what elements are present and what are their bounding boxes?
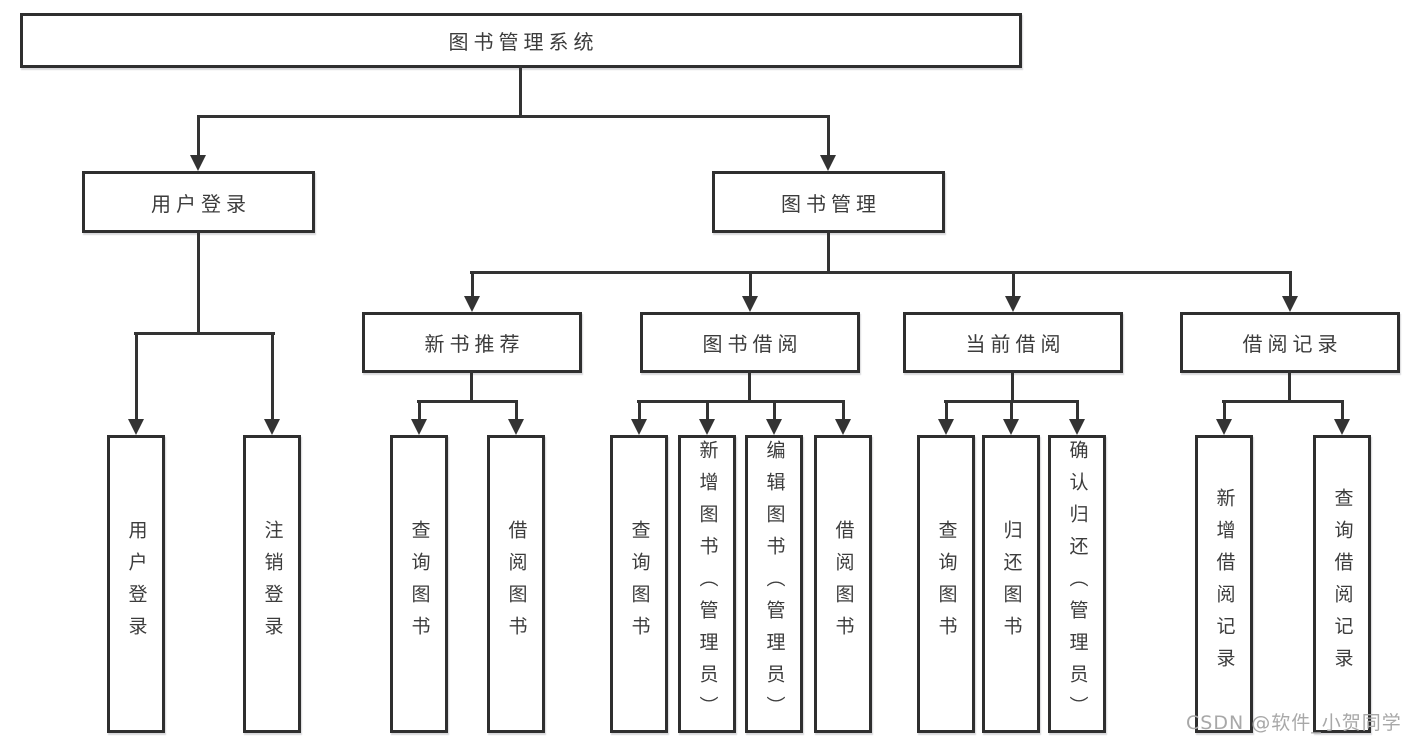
- connector-arrow: [1005, 273, 1021, 312]
- leaf-user-login: 用户登录: [107, 435, 165, 733]
- node-new-book-recommend: 新书推荐: [362, 312, 582, 373]
- connector-arrow: [508, 402, 524, 435]
- connector-arrow: [1069, 402, 1085, 435]
- node-label: 借阅图书: [832, 520, 855, 648]
- leaf-query-books-borrowing: 查询图书: [610, 435, 668, 733]
- connector-stem: [1288, 371, 1291, 403]
- node-label: 用户登录: [151, 191, 251, 216]
- node-label: 注销登录: [261, 520, 284, 648]
- node-label: 确认归还（管理员）: [1066, 440, 1089, 728]
- connector-arrow: [464, 273, 480, 312]
- leaf-add-books-admin: 新增图书（管理员）: [678, 435, 736, 733]
- node-current-borrowing: 当前借阅: [903, 312, 1123, 373]
- node-label: 查询图书: [935, 520, 958, 648]
- node-library-system: 图书管理系统: [20, 13, 1022, 68]
- connector-arrow: [190, 117, 206, 171]
- leaf-borrow-books: 借阅图书: [814, 435, 872, 733]
- connector-rail: [1222, 400, 1344, 403]
- node-label: 新增图书（管理员）: [696, 440, 719, 728]
- node-label: 图书借阅: [702, 332, 803, 356]
- node-label: 查询图书: [628, 520, 651, 648]
- node-label: 编辑图书（管理员）: [763, 440, 786, 728]
- connector-arrow: [938, 402, 954, 435]
- node-user-login: 用户登录: [82, 171, 315, 233]
- node-label: 借阅图书: [505, 520, 528, 648]
- leaf-logout: 注销登录: [243, 435, 301, 733]
- leaf-query-books-current: 查询图书: [917, 435, 975, 733]
- node-label: 图书管理系统: [448, 30, 599, 54]
- connector-arrow: [411, 402, 427, 435]
- connector-stem: [1011, 371, 1014, 403]
- connector-rail: [197, 115, 830, 118]
- leaf-query-books-recommend: 查询图书: [390, 435, 448, 733]
- connector-stem: [827, 231, 830, 274]
- connector-arrow: [1334, 402, 1350, 435]
- connector-stem: [748, 371, 751, 403]
- connector-rail: [470, 271, 1292, 274]
- node-label: 新增借阅记录: [1213, 488, 1236, 680]
- connector-arrow: [766, 402, 782, 435]
- connector-rail: [417, 400, 518, 403]
- connector-arrow: [835, 402, 851, 435]
- node-label: 查询图书: [408, 520, 431, 648]
- leaf-edit-books-admin: 编辑图书（管理员）: [745, 435, 803, 733]
- leaf-confirm-return-admin: 确认归还（管理员）: [1048, 435, 1106, 733]
- node-borrow-records: 借阅记录: [1180, 312, 1400, 373]
- node-label: 归还图书: [1000, 520, 1023, 648]
- node-book-borrowing: 图书借阅: [640, 312, 860, 373]
- connector-arrow: [1216, 402, 1232, 435]
- leaf-add-borrow-record: 新增借阅记录: [1195, 435, 1253, 733]
- leaf-borrow-books-recommend: 借阅图书: [487, 435, 545, 733]
- connector-arrow: [128, 334, 144, 435]
- connector-arrow: [264, 334, 280, 435]
- node-label: 图书管理: [781, 191, 881, 216]
- node-book-management: 图书管理: [712, 171, 945, 233]
- connector-arrow: [742, 273, 758, 312]
- node-label: 当前借阅: [965, 332, 1066, 356]
- connector-arrow: [1282, 273, 1298, 312]
- leaf-return-books: 归还图书: [982, 435, 1040, 733]
- node-label: 查询借阅记录: [1331, 488, 1354, 680]
- node-label: 用户登录: [125, 520, 148, 648]
- connector-arrow: [631, 402, 647, 435]
- connector-rail: [637, 400, 845, 403]
- node-label: 借阅记录: [1242, 332, 1343, 356]
- connector-rail: [134, 332, 275, 335]
- connector-arrow: [699, 402, 715, 435]
- connector-arrow: [1003, 402, 1019, 435]
- csdn-watermark: CSDN @软件_小贺同学: [1186, 712, 1402, 734]
- connector-rail: [944, 400, 1079, 403]
- leaf-query-borrow-record: 查询借阅记录: [1313, 435, 1371, 733]
- connector-stem: [470, 371, 473, 403]
- connector-stem: [197, 231, 200, 334]
- connector-stem: [519, 66, 522, 118]
- node-label: 新书推荐: [424, 332, 525, 356]
- connector-arrow: [820, 117, 836, 171]
